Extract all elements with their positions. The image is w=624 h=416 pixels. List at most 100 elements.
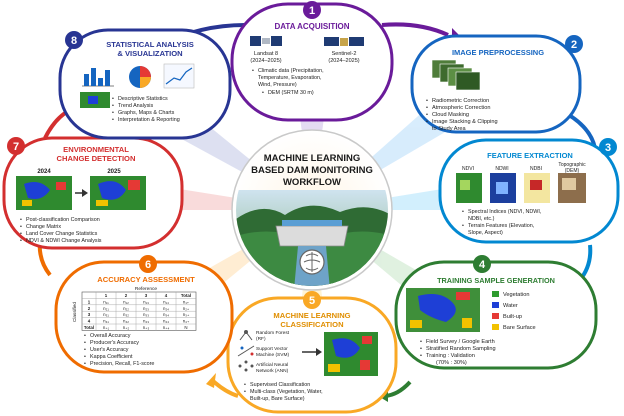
step-8-bullet-1: Descriptive Statistics	[118, 96, 168, 102]
year-2025-label: 2025	[107, 169, 121, 175]
bullet-icon: •	[426, 119, 428, 125]
map-2024	[16, 176, 72, 210]
sat-1-name: Landsat 8	[254, 51, 278, 57]
pie-chart-icon	[129, 66, 151, 88]
index-label-topo: Topographic	[558, 162, 586, 168]
bullet-icon: •	[112, 96, 114, 102]
neural-network-icon	[238, 360, 254, 372]
training-map	[406, 288, 480, 332]
step-1-bullet-1c: Wind, Pressure)	[258, 82, 297, 88]
bullet-icon: •	[84, 333, 86, 339]
legend-bare-surface: Bare Surface	[503, 325, 536, 331]
legend-vegetation: Vegetation	[503, 292, 529, 298]
bullet-icon: •	[462, 223, 464, 229]
center-title-line-3: WORKFLOW	[283, 177, 341, 188]
index-label-dem: (DEM)	[565, 168, 580, 174]
legend-swatch-vegetation	[492, 291, 499, 297]
step-6-bullet-3: User's Accuracy	[90, 347, 129, 353]
matrix-cell: n₄₊	[183, 319, 190, 324]
bullet-icon: •	[84, 340, 86, 346]
step-1-bullet-2: DEM (SRTM 30 m)	[268, 90, 314, 96]
matrix-cell: 2	[88, 306, 91, 311]
step-2-image-preprocessing: 2 IMAGE PREPROCESSING • Radiometric Corr…	[410, 34, 583, 134]
step-7-title-2: CHANGE DETECTION	[57, 154, 136, 163]
step-4-bullet-2: Stratified Random Sampling	[426, 346, 496, 352]
satellite-icon	[324, 37, 364, 46]
matrix-cell: n₂₂	[123, 306, 129, 311]
model-svm-line-2: Machine (SVM)	[256, 352, 289, 358]
model-ann-line-2: Network (ANN)	[256, 368, 289, 374]
bullet-icon: •	[244, 382, 246, 388]
index-label-ndwi: NDWI	[495, 166, 508, 172]
matrix-cell: n₁₂	[123, 299, 129, 304]
matrix-cell: n₂₄	[163, 306, 169, 311]
step-8-statistical-analysis: 8 STATISTICAL ANALYSIS & VISUALIZATION •…	[58, 28, 232, 140]
bullet-icon: •	[112, 103, 114, 109]
matrix-cell: n₂₊	[183, 306, 189, 311]
legend-swatch-water	[492, 302, 499, 308]
arrow-icon	[302, 348, 322, 356]
bullet-icon: •	[84, 347, 86, 353]
step-1-bullet-1a: Climatic data (Precipitation,	[258, 68, 324, 74]
step-3-title: FEATURE EXTRACTION	[487, 151, 573, 160]
matrix-cell: n₊₂	[123, 325, 130, 330]
matrix-cell: n₄₁	[103, 319, 109, 324]
step-1-data-acquisition: 1 DATA ACQUISITION Landsat 8 (2024–2025)…	[230, 1, 394, 122]
step-7-number: 7	[13, 141, 19, 153]
step-3-bullet-2a: Terrain Features (Elevation,	[468, 223, 535, 229]
tree-icon	[239, 330, 253, 341]
legend-swatch-builtup	[492, 313, 499, 319]
bullet-icon: •	[112, 117, 114, 123]
step-2-bullet-4b: to Study Area	[432, 126, 466, 132]
arrow-icon	[75, 189, 88, 197]
matrix-cell: n₃₊	[183, 312, 190, 317]
step-5-title-2: CLASSIFICATION	[280, 320, 343, 329]
step-7-bullet-1: Post-classification Comparison	[26, 217, 100, 223]
matrix-cell: n₄₂	[123, 319, 129, 324]
step-6-number: 6	[145, 259, 151, 271]
bullet-icon: •	[426, 112, 428, 118]
bullet-icon: •	[426, 105, 428, 111]
bullet-icon: •	[420, 339, 422, 345]
bullet-icon: •	[20, 224, 22, 230]
step-8-bullet-3: Graphs, Maps & Charts	[118, 110, 175, 116]
ndwi-map-patch	[496, 182, 508, 194]
bullet-icon: •	[262, 90, 264, 96]
center-hub: MACHINE LEARNING BASED DAM MONITORING WO…	[231, 129, 393, 291]
sat-2-name: Sentinel-2	[332, 51, 357, 57]
step-4-bullet-1: Field Survey / Google Earth	[426, 339, 495, 345]
bullet-icon: •	[20, 231, 22, 237]
year-2024-label: 2024	[37, 169, 51, 175]
step-2-title: IMAGE PREPROCESSING	[452, 48, 544, 57]
step-3-bullet-1a: Spectral Indices (NDVI, NDWI,	[468, 209, 542, 215]
line-chart-icon	[163, 63, 195, 89]
legend-builtup: Built-up	[503, 314, 522, 320]
step-3-bullet-1b: NDBI, etc.)	[468, 216, 495, 222]
bullet-icon: •	[244, 389, 246, 395]
step-4-training-samples: 4 TRAINING SAMPLE GENERATION Vegetation …	[394, 255, 598, 370]
step-1-bullet-1b: Temperature, Evaporation,	[258, 75, 322, 81]
step-4-title: TRAINING SAMPLE GENERATION	[437, 276, 555, 285]
step-6-accuracy-assessment: 6 ACCURACY ASSESSMENT Reference Classifi…	[54, 255, 234, 374]
matrix-cell: 3	[145, 293, 148, 298]
matrix-cell: n₁₁	[103, 299, 109, 304]
bullet-icon: •	[462, 209, 464, 215]
bullet-icon: •	[420, 353, 422, 359]
step-7-change-detection: 7 ENVIRONMENTAL CHANGE DETECTION 2024 20…	[2, 136, 184, 250]
step-5-bullet-1: Supervised Classification	[250, 382, 310, 388]
matrix-cell: n₃₂	[123, 312, 129, 317]
matrix-cell: n₄₄	[163, 319, 169, 324]
step-8-bullet-4: Interpretation & Reporting	[118, 117, 180, 123]
step-2-bullet-3: Cloud Masking	[432, 112, 469, 118]
matrix-cell: Total	[84, 325, 94, 330]
map-2025	[90, 176, 146, 210]
step-5-bullet-2a: Multi-class (Vegetation, Water,	[250, 389, 323, 395]
thumbnail-map	[80, 92, 110, 108]
step-5-title-1: MACHINE LEARNING	[273, 311, 350, 320]
model-svm-line-1: Support Vector	[256, 346, 288, 352]
step-5-bullet-2b: Built-up, Bare Surface)	[250, 396, 305, 402]
matrix-cell: 4	[88, 319, 91, 324]
arrow-icon	[206, 373, 216, 388]
